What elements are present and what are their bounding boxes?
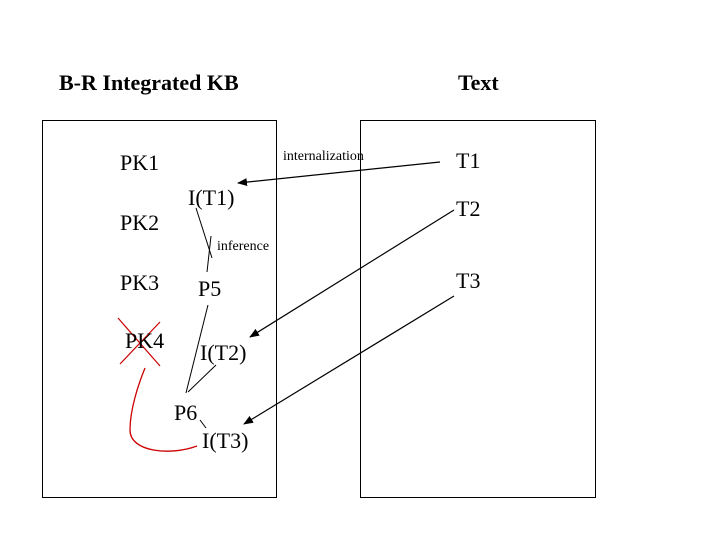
node-pk3: PK3	[120, 270, 160, 295]
t2-arrow	[249, 209, 455, 338]
node-t2: T2	[456, 196, 481, 221]
p6-it3-line	[199, 419, 207, 429]
inference-line-2	[206, 235, 212, 273]
label-internalization: internalization	[283, 149, 364, 164]
t3-arrow	[243, 295, 455, 425]
node-pk2: PK2	[120, 210, 160, 235]
pk4-cross-line-2	[119, 321, 161, 365]
it2-p6-line	[187, 364, 217, 393]
node-t1: T1	[456, 148, 481, 173]
pk4-cross-line-1	[117, 317, 161, 367]
node-pk4: PK4	[125, 328, 165, 353]
node-pk1: PK1	[120, 150, 160, 175]
p5-p6-line	[185, 304, 209, 394]
node-p6: P6	[174, 400, 198, 425]
kb-header: B-R Integrated KB	[59, 70, 239, 95]
text-header: Text	[458, 70, 499, 95]
node-i-t3: I(T3)	[202, 428, 249, 453]
node-i-t1: I(T1)	[188, 185, 235, 210]
node-p5: P5	[198, 276, 222, 301]
kb-box	[42, 120, 277, 498]
red-curve-arrow	[129, 367, 198, 452]
text-box	[360, 120, 596, 498]
label-inference: inference	[217, 239, 270, 254]
node-i-t2: I(T2)	[200, 340, 247, 365]
node-t3: T3	[456, 268, 481, 293]
internalization-arrow	[237, 161, 441, 187]
